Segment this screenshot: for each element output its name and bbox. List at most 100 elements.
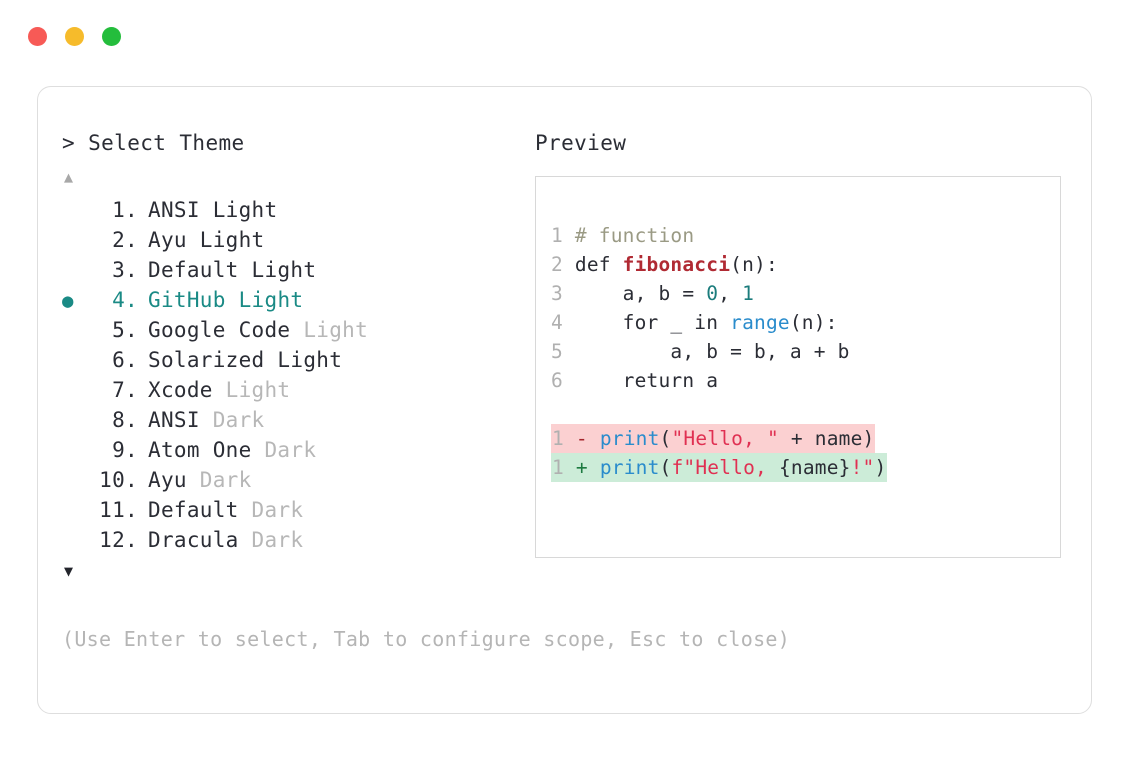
code-text: ( xyxy=(659,427,672,450)
list-item[interactable]: 10. Ayu Dark xyxy=(62,465,532,495)
list-item[interactable]: 8. ANSI Dark xyxy=(62,405,532,435)
list-item[interactable]: 1. ANSI Light xyxy=(62,195,532,225)
list-item-name: Google Code xyxy=(148,318,291,342)
list-item-variant: Dark xyxy=(186,468,252,492)
keyboard-hint: (Use Enter to select, Tab to configure s… xyxy=(62,627,791,651)
preview-label: Preview xyxy=(535,131,627,155)
line-number: 5 xyxy=(551,340,563,363)
code-blank-line xyxy=(551,395,1054,424)
code-keyword: def xyxy=(574,253,623,276)
window-titlebar xyxy=(0,0,1129,72)
code-string-bang: ! xyxy=(850,456,863,479)
code-line: 5 a, b = b, a + b xyxy=(551,337,1054,366)
code-line: 3 a, b = 0, 1 xyxy=(551,279,1054,308)
list-item-variant: Light xyxy=(225,288,304,312)
code-line: 4 for _ in range(n): xyxy=(551,308,1054,337)
list-item-variant: Light xyxy=(238,258,317,282)
code-space xyxy=(563,311,575,334)
line-number: 1 xyxy=(552,427,564,450)
code-string: "Hello, " xyxy=(671,427,779,450)
list-item-index: 7. xyxy=(112,378,138,402)
code-builtin: range xyxy=(730,311,790,334)
list-item-index: 8. xyxy=(112,408,138,432)
code-space xyxy=(563,282,575,305)
close-button[interactable] xyxy=(28,26,47,46)
code-space xyxy=(563,253,575,276)
list-item-variant: Dark xyxy=(199,408,265,432)
list-item-name: Dracula xyxy=(148,528,239,552)
theme-list: 1. ANSI Light 2. Ayu Light 3. Default Li… xyxy=(62,195,532,555)
list-item-selected[interactable]: ● 4. GitHub Light xyxy=(62,285,532,315)
list-item-variant: Dark xyxy=(238,498,304,522)
list-item[interactable]: 6. Solarized Light xyxy=(62,345,532,375)
code-text: (n): xyxy=(789,311,838,334)
code-line: 1 # function xyxy=(551,221,1054,250)
line-number: 3 xyxy=(551,282,563,305)
code-space xyxy=(588,456,600,479)
list-item-variant: Light xyxy=(212,378,291,402)
code-text: for _ in xyxy=(574,311,731,334)
selection-bullet: ● xyxy=(62,290,74,312)
code-space xyxy=(563,224,575,247)
list-item-variant: Dark xyxy=(238,528,304,552)
code-space xyxy=(563,340,575,363)
code-space xyxy=(588,427,600,450)
list-item-name: Ayu xyxy=(148,468,187,492)
code-line: 6 return a xyxy=(551,366,1054,395)
list-item[interactable]: 3. Default Light xyxy=(62,255,532,285)
list-item-index: 1. xyxy=(112,198,138,222)
list-item-name: Solarized Light xyxy=(148,348,343,372)
list-item-name: ANSI xyxy=(148,408,200,432)
code-space xyxy=(563,369,575,392)
code-text: ) xyxy=(874,456,887,479)
code-text: + name) xyxy=(778,427,875,450)
minimize-button[interactable] xyxy=(65,26,84,46)
list-item-variant: Light xyxy=(290,318,369,342)
code-space xyxy=(564,427,576,450)
list-item-name: GitHub xyxy=(148,288,226,312)
code-preview-panel: 1 # function 2 def fibonacci(n): 3 a, b … xyxy=(535,176,1061,558)
list-item-index: 12. xyxy=(99,528,138,552)
list-item[interactable]: 11. Default Dark xyxy=(62,495,532,525)
list-item[interactable]: 2. Ayu Light xyxy=(62,225,532,255)
scroll-up-icon[interactable]: ▲ xyxy=(64,168,74,186)
list-item-index: 5. xyxy=(112,318,138,342)
list-item[interactable]: 12. Dracula Dark xyxy=(62,525,532,555)
diff-line-removed: 1 - print("Hello, " + name) xyxy=(551,424,1054,453)
list-item-name: Ayu xyxy=(148,228,187,252)
code-text: a, b = xyxy=(574,282,707,305)
code-builtin: print xyxy=(599,456,660,479)
list-item[interactable]: 7. Xcode Light xyxy=(62,375,532,405)
code-function-name: fibonacci xyxy=(622,253,731,276)
line-number: 1 xyxy=(551,224,563,247)
code-text: ( xyxy=(659,456,672,479)
diff-line-added: 1 + print(f"Hello, {name}!") xyxy=(551,453,1054,482)
maximize-button[interactable] xyxy=(102,26,121,46)
list-item-index: 4. xyxy=(112,288,138,312)
code-string-quote: " xyxy=(862,456,875,479)
code-number: 0 xyxy=(706,282,719,305)
list-item-index: 3. xyxy=(112,258,138,282)
preview-panel-wrapper: Preview 1 # function 2 def fibonacci(n):… xyxy=(535,129,1065,558)
code-line: 2 def fibonacci(n): xyxy=(551,250,1054,279)
code-number: 1 xyxy=(742,282,755,305)
code-builtin: print xyxy=(599,427,660,450)
line-number: 6 xyxy=(551,369,563,392)
code-string: f"Hello, xyxy=(671,456,779,479)
theme-selector-panel: > Select Theme ▲ 1. ANSI Light 2. Ayu Li… xyxy=(62,129,532,583)
list-item-name: Atom One xyxy=(148,438,252,462)
diff-sign-minus: - xyxy=(575,427,588,450)
list-item-variant: Light xyxy=(186,228,265,252)
list-item-name: Default xyxy=(148,258,239,282)
line-number: 4 xyxy=(551,311,563,334)
list-item-variant: Light xyxy=(199,198,278,222)
scroll-down-icon[interactable]: ▼ xyxy=(64,562,74,580)
code-comment: # function xyxy=(574,224,695,247)
list-item-index: 6. xyxy=(112,348,138,372)
list-item[interactable]: 5. Google Code Light xyxy=(62,315,532,345)
code-text: a, b = b, a + b xyxy=(574,340,850,363)
theme-selector-card: > Select Theme ▲ 1. ANSI Light 2. Ayu Li… xyxy=(37,86,1092,714)
list-item-name: Xcode xyxy=(148,378,213,402)
list-item[interactable]: 9. Atom One Dark xyxy=(62,435,532,465)
code-text: (n): xyxy=(730,253,778,276)
